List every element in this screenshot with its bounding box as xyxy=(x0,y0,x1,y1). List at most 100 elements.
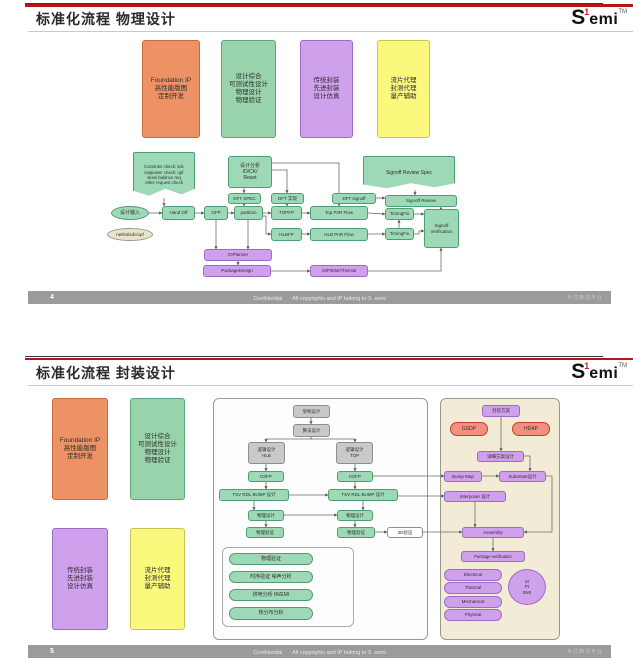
physical-verify-left-node: 物理验证 xyxy=(246,527,284,538)
partition-node-label: partition xyxy=(240,210,257,216)
physical-design-right-node: 物理设计 xyxy=(337,510,373,521)
copyright-text: All copyrights and IP belong to S xyxy=(292,295,372,302)
design-analysis-box-label: Reset xyxy=(243,175,257,182)
box-design-services: 设计综合可测试性设计物理设计物理验证 xyxy=(221,40,276,138)
physical-node-label: Physical xyxy=(464,612,482,618)
constrain-check-banner-label: Constrain check: sdc xyxy=(144,164,184,170)
timing-fix-1-node: TimingFix xyxy=(385,208,414,220)
si-pi-emi-thermal-node-label: SI/PI/EMI/Thermal xyxy=(321,268,357,274)
box-packaging-services-label: 传统封装 xyxy=(313,76,340,84)
physical-design-right-node-label: 物理设计 xyxy=(346,512,364,518)
logo-superscript-1: 1 xyxy=(584,361,590,371)
algorithm-design-node-label: 算法设计 xyxy=(302,427,321,433)
netlist-ellipse-label: netlist/sdc/upf xyxy=(116,231,144,237)
si-pi-emi-thermal-node: SI/PI/EMI/Thermal xyxy=(310,265,368,277)
hlb-fp-node: HLBFP xyxy=(271,228,302,241)
substrate-design-node-label: Substrate设计 xyxy=(508,473,537,479)
detail-plan-design-node: 详细方案设计 xyxy=(477,451,524,462)
top-divider-dark xyxy=(25,356,603,357)
dft-spec-node: DFT SPEC xyxy=(228,193,261,204)
logo-letter-s: S xyxy=(571,360,586,383)
footer-brand-superscript: 1 xyxy=(371,293,375,299)
netlist-ellipse: netlist/sdc/upf xyxy=(107,228,153,241)
group-item-timing-noise: 时序验证 噪声分析 xyxy=(229,571,313,583)
box-packaging-services: 传统封装先进封装设计仿真 xyxy=(52,528,108,630)
io-fp-right-node-label: IO/FP xyxy=(349,473,361,479)
footer-brand-superscript: 1 xyxy=(371,647,375,653)
box-design-services: 设计综合可测试性设计物理设计物理验证 xyxy=(130,398,185,500)
box-packaging-services-label: 先进封装 xyxy=(313,84,340,92)
hlb-fp-node-label: HLBFP xyxy=(279,231,294,237)
mechanical-node: Mechanical xyxy=(444,596,502,608)
box-packaging-services-label: 设计仿真 xyxy=(313,93,340,101)
io-planner-node-label: IOPlanner xyxy=(227,252,249,258)
package-design-node: PackageDesign xyxy=(203,265,271,277)
group-item-physical-verify-label: 物理验证 xyxy=(260,555,281,562)
package-verification-node-label: Package verification xyxy=(474,553,512,559)
slide-title: 标准化流程 物理设计 xyxy=(36,11,176,27)
dft-impl-node: DFT 实现 xyxy=(271,193,304,204)
timing-fix-2-node: TimingFix xyxy=(385,228,414,240)
title-divider xyxy=(28,385,633,386)
architecture-design-node: 架构设计 xyxy=(293,405,330,418)
box-packaging-services-label: 先进封装 xyxy=(67,574,93,582)
box-design-services-label: 物理验证 xyxy=(235,97,262,105)
logic-design-top-node-label: TOP xyxy=(349,453,360,458)
bump-map-node-label: Bump Map xyxy=(452,473,474,479)
design-analysis-box-label: 设计分析 xyxy=(239,162,260,169)
dft-signoff-node: DFT signoff xyxy=(332,193,376,204)
verify-3d-node: 3D验证 xyxy=(387,527,423,538)
si-pi-emi-circle-label: SI xyxy=(524,578,530,584)
signoff-review-node-label: Signoff Review xyxy=(406,198,436,204)
electrical-node-label: Electrical xyxy=(463,572,483,578)
tsv-rdl-bump-left-node-label: TSV RDL BUMP 设计 xyxy=(232,492,276,498)
group-item-power-ir-emi-label: 供电分析 IR/EMI xyxy=(252,591,290,598)
si-pi-emi-circle-label: PI xyxy=(524,584,530,590)
page-number: 5 xyxy=(50,648,54,655)
logic-design-hlb-node-label: 逻辑设计 xyxy=(257,447,276,453)
box-foundation-ip-label: Foundation IP xyxy=(59,436,101,444)
confidential-label: Confidential xyxy=(253,295,283,302)
box-tapeout-services-label: 量产辅助 xyxy=(144,583,171,591)
box-packaging-services-label: 传统封装 xyxy=(67,566,93,574)
io-fp-left-node-label: IO/FP xyxy=(260,473,272,479)
tsv-rdl-bump-right-node: TSV RDL BUMP 设计 xyxy=(328,489,398,501)
tsv-rdl-bump-right-node-label: TSV RDL BUMP 设计 xyxy=(341,492,385,498)
hlb-pnr-flow-node-label: HLB PnR Flow xyxy=(324,231,354,237)
footer-brand-name: semi xyxy=(374,295,386,302)
semi-logo: S1emiTM xyxy=(571,6,627,30)
logic-design-top-node-label: 逻辑设计 xyxy=(345,447,364,453)
box-tapeout-services-label: 封测代理 xyxy=(390,84,417,92)
box-tapeout-services-label: 流片代理 xyxy=(144,566,171,574)
tsv-rdl-bump-left-node: TSV RDL BUMP 设计 xyxy=(219,489,289,501)
copyright-text: All copyrights and IP belong to S xyxy=(292,649,372,656)
top-pnr-flow-node-label: Top PnR Flow xyxy=(324,210,353,216)
top-pnr-flow-node: Top PnR Flow xyxy=(310,206,368,220)
box-design-services-label: 设计综合 xyxy=(235,72,262,80)
signoff-review-spec-banner-label: Signoff Review Spec xyxy=(385,169,433,176)
signoff-verification-node-label: Signoff xyxy=(434,222,449,228)
gfp-node-label: GFP xyxy=(211,210,221,216)
verify-3d-node-label: 3D验证 xyxy=(397,529,413,535)
logo-trademark: TM xyxy=(618,363,627,369)
assembly-node: Assembly xyxy=(462,527,524,538)
gfp-node: GFP xyxy=(204,206,228,220)
package-plan-node-label: 封装方案 xyxy=(492,408,510,414)
semi-logo: S1emiTM xyxy=(571,360,627,384)
physical-design-left-node-label: 物理设计 xyxy=(257,512,275,518)
box-design-services-label: 物理验证 xyxy=(144,457,171,465)
top-divider-red xyxy=(25,4,633,7)
box-foundation-ip-label: 定制开发 xyxy=(158,93,184,101)
